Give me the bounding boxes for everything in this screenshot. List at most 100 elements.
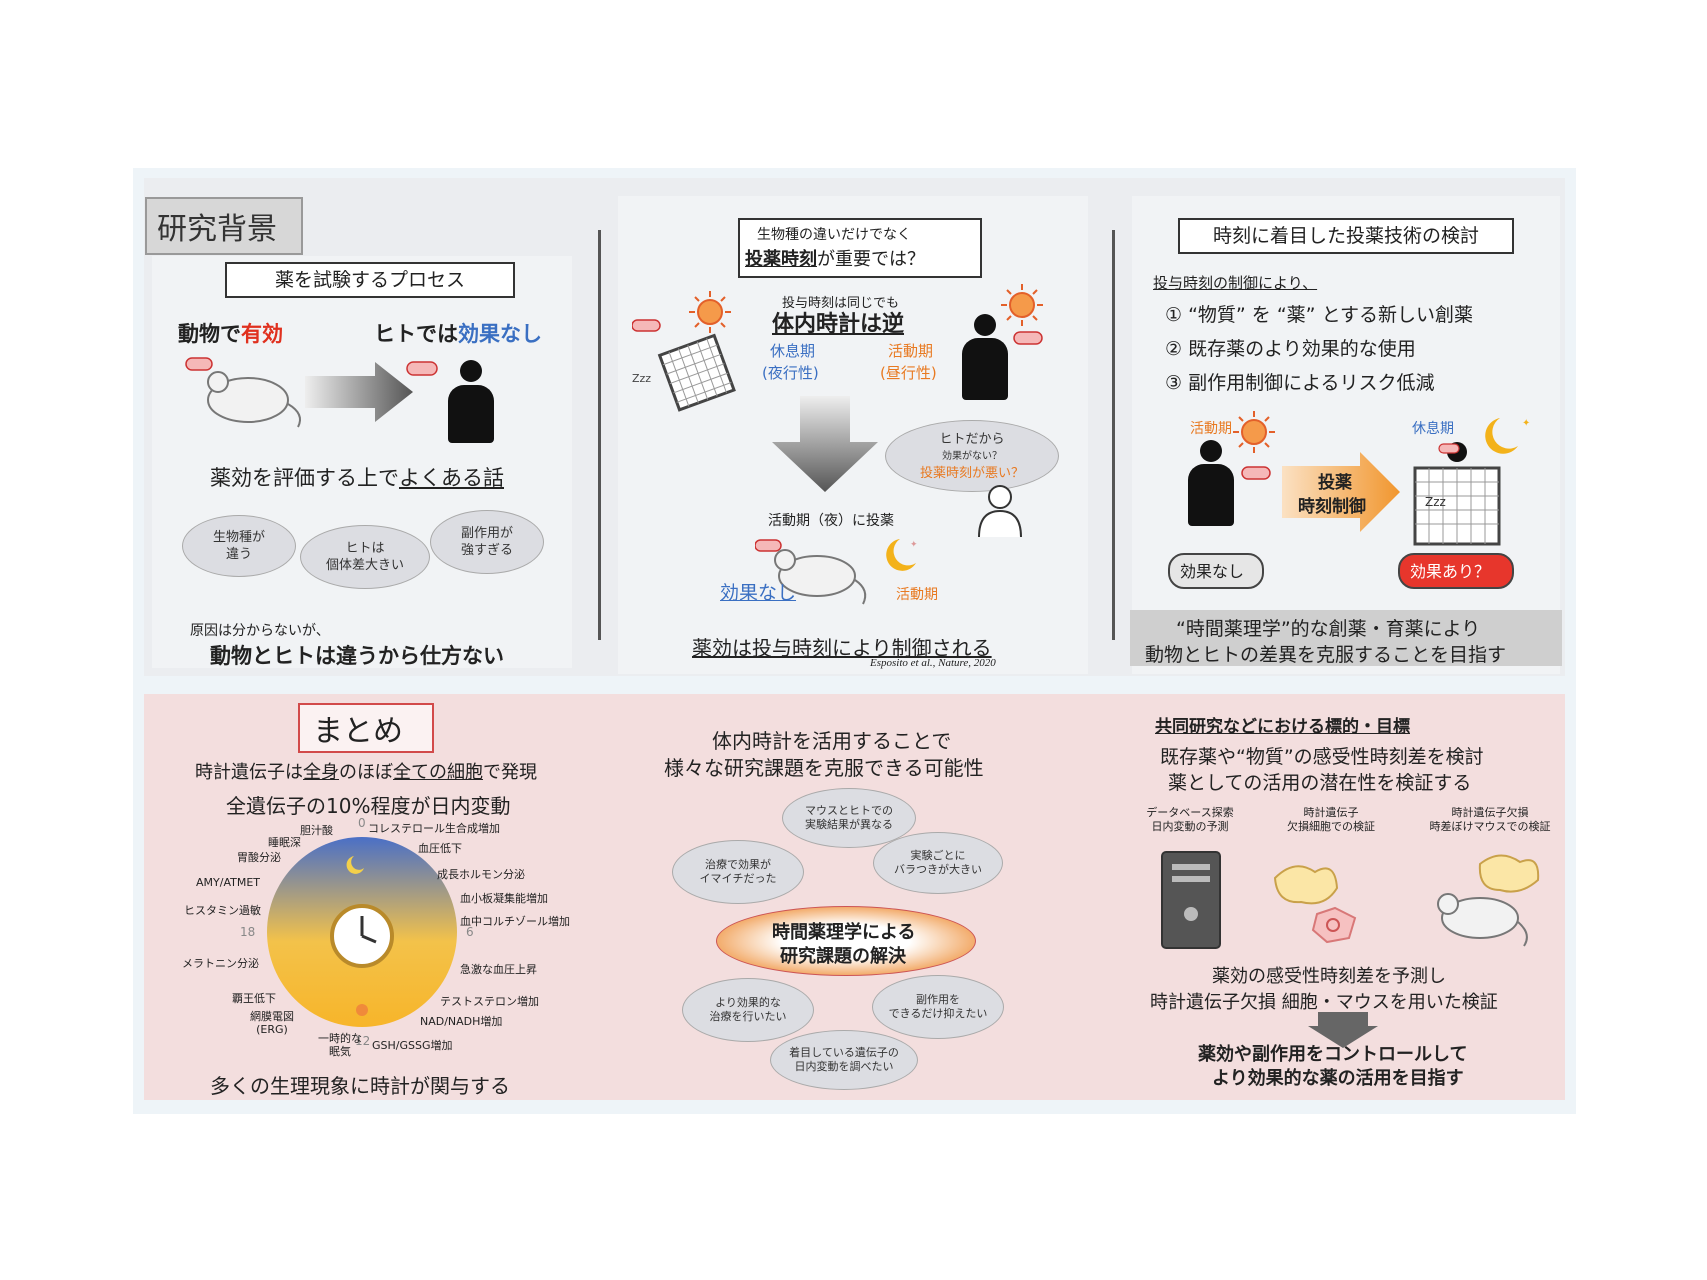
solution-line1: 時間薬理学による xyxy=(772,922,916,943)
clock-label-cortisol: 血中コルチゾール増加 xyxy=(460,915,570,928)
solution-line2: 研究課題の解決 xyxy=(780,946,906,967)
cloud-mouse-human-diff: マウスとヒトでの 実験結果が異なる xyxy=(782,788,916,848)
mouse-middle-icon xyxy=(755,539,867,605)
clock-label-cholesterol: コレステロール生合成増加 xyxy=(368,822,500,835)
left-panel xyxy=(152,256,572,668)
human-figure-right-icon xyxy=(1200,440,1222,462)
clock-gene-e: で発現 xyxy=(483,762,537,783)
clock-label-testosterone: テストステロン増加 xyxy=(440,995,539,1008)
cloud-species-differ: 生物種が 違う xyxy=(182,515,296,577)
hour-18: 18 xyxy=(240,925,256,939)
clock-label-decline: 覇王低下 xyxy=(232,992,276,1005)
question-line2: 投薬時刻が重要では？ xyxy=(745,245,925,271)
final-goal-line2: より効果的な薬の活用を目指す xyxy=(1212,1068,1464,1089)
question-line2-rest: が重要では？ xyxy=(817,249,925,270)
clock-gene-b: 全身 xyxy=(303,762,339,783)
clock-label-bile: 胆汁酸 xyxy=(300,824,333,837)
clock-label-bp-rise: 急激な血圧上昇 xyxy=(460,963,537,976)
gradient-arrow-icon xyxy=(305,362,413,422)
mouse-cell-icon xyxy=(1437,854,1540,947)
collab-line1: 既存薬や“物質”の感受性時刻差を検討 xyxy=(1160,746,1484,768)
cell-culture-icon xyxy=(1273,865,1357,944)
server-icon xyxy=(1161,851,1221,949)
maybe-effect-badge-text: 効果あり？ xyxy=(1410,562,1491,581)
diurnal-variation-text: 全遺伝子の10%程度が日内変動 xyxy=(226,794,511,818)
animal-effective-prefix: 動物で xyxy=(178,322,241,346)
clock-label-histamine: ヒスタミン過敏 xyxy=(184,904,261,917)
mouse-with-pill-icon xyxy=(185,357,301,428)
thought-line2: 効果がない？ xyxy=(942,450,1002,462)
goal-banner xyxy=(1130,610,1562,666)
summary-title-text: まとめ xyxy=(313,714,403,749)
col3-label: 時計遺伝子欠損 時差ぼけマウスでの検証 xyxy=(1429,806,1551,833)
hour-0: 0 xyxy=(358,816,366,830)
thinking-person-icon xyxy=(978,485,1022,538)
same-time-text: 投与時刻は同じでも xyxy=(782,296,900,311)
clock-gene-d: 全ての細胞 xyxy=(393,762,483,783)
diurnal-label: (昼行性) xyxy=(880,364,937,382)
down-arrow-small-icon xyxy=(1308,1012,1378,1048)
divider-left xyxy=(598,230,601,640)
cause-unknown-text: 原因は分からないが、 xyxy=(190,623,330,639)
svg-text:Zzz: Zzz xyxy=(1425,495,1446,509)
cloud-effective-treatment: より効果的な 治療を行いたい xyxy=(682,978,814,1042)
no-effect-badge xyxy=(1168,553,1264,589)
sun-icon-right xyxy=(1001,284,1043,326)
question-box xyxy=(738,218,982,278)
left-conclusion-text: 動物とヒトは違うから仕方ない xyxy=(210,644,504,668)
thought-line3: 投薬時刻が悪い？ xyxy=(919,465,1024,481)
cloud-treatment-poor: 治療で効果が イマイチだった xyxy=(672,840,804,904)
human-none-prefix: ヒトでは xyxy=(374,322,458,346)
moon-icon-right: ✦ xyxy=(1485,418,1530,454)
cloud-individual-variance: ヒトは 個体差大きい xyxy=(300,525,430,589)
goal-line1: “時間薬理学”的な創薬・育薬により xyxy=(1176,618,1481,640)
svg-text:Zzz: Zzz xyxy=(632,372,651,385)
right-active-label: 活動期 xyxy=(1190,421,1232,437)
arrow-label-line2: 時刻制御 xyxy=(1298,497,1366,517)
physiology-clock-footer: 多くの生理現象に時計が関与する xyxy=(210,1074,510,1098)
time-focused-dosing-box: 時刻に着目した投薬技術の検討 xyxy=(1178,218,1514,254)
circadian-wheel xyxy=(267,837,457,1027)
animal-effective-word: 有効 xyxy=(241,322,283,346)
common-story-text: 薬効を評価する上でよくある話 xyxy=(210,462,504,492)
middle-active-label: 活動期 xyxy=(896,587,938,603)
down-arrow-icon xyxy=(772,396,878,492)
question-line1: 生物種の違いだけでなく xyxy=(757,227,911,243)
dose-active-night-text: 活動期（夜）に投薬 xyxy=(768,513,894,529)
controlled-by-time-text: 薬効は投与時刻により制御される xyxy=(692,636,992,660)
col2-label: 時計遺伝子 欠損細胞での検証 xyxy=(1287,806,1375,833)
clock-reverse-text: 体内時計は逆 xyxy=(772,312,905,337)
research-background-title-text: 研究背景 xyxy=(157,212,277,247)
clock-label-melatonin: メラトニン分泌 xyxy=(182,957,259,970)
predict-line2: 時計遺伝子欠損 細胞・マウスを用いた検証 xyxy=(1150,992,1498,1013)
thought-line1: ヒトだから xyxy=(939,431,1005,447)
thought-cloud: ヒトだから 効果がない？ 投薬時刻が悪い？ xyxy=(885,420,1059,492)
cloud-gene-variation: 着目している遺伝子の 日内変動を調べたい xyxy=(770,1030,918,1090)
control-intro-text: 投与時刻の制御により、 xyxy=(1153,274,1318,292)
clock-gene-c: のほぼ xyxy=(339,762,393,783)
human-figure-body xyxy=(448,385,494,443)
cloud-variance-large: 実験ごとに バラつきが大きい xyxy=(873,832,1003,894)
human-none-label: ヒトでは効果なし xyxy=(374,318,542,348)
clock-label-platelet: 血小板凝集能増加 xyxy=(460,892,548,905)
use-clock-line2: 様々な研究課題を克服できる可能性 xyxy=(664,756,984,780)
sleeping-cage-icon: Zzz xyxy=(632,319,736,412)
sun-icon xyxy=(689,291,731,333)
active-period-label: 活動期 xyxy=(888,342,934,360)
strategy-item-3: ③ 副作用制御によるリスク低減 xyxy=(1165,372,1435,394)
human-figure-icon xyxy=(460,360,482,382)
question-dosing-time: 投薬時刻 xyxy=(745,249,817,270)
clock-gene-a: 時計遺伝子は xyxy=(195,762,303,783)
human-none-word: 効果なし xyxy=(458,322,542,346)
divider-right xyxy=(1112,230,1115,640)
right-rest-label: 休息期 xyxy=(1412,421,1454,437)
clock-label-nad: NAD/NADH増加 xyxy=(420,1015,503,1028)
svg-text:✦: ✦ xyxy=(1522,418,1530,429)
middle-no-effect: 効果なし xyxy=(720,582,797,604)
pill-icon xyxy=(406,361,438,376)
research-background-title xyxy=(145,197,303,255)
human-figure-right-body xyxy=(1188,464,1234,526)
col1-label: データベース探索 日内変動の予測 xyxy=(1146,806,1234,833)
clock-label-gastric: 胃酸分泌 xyxy=(237,851,281,864)
common-story-word: よくある話 xyxy=(399,466,504,490)
